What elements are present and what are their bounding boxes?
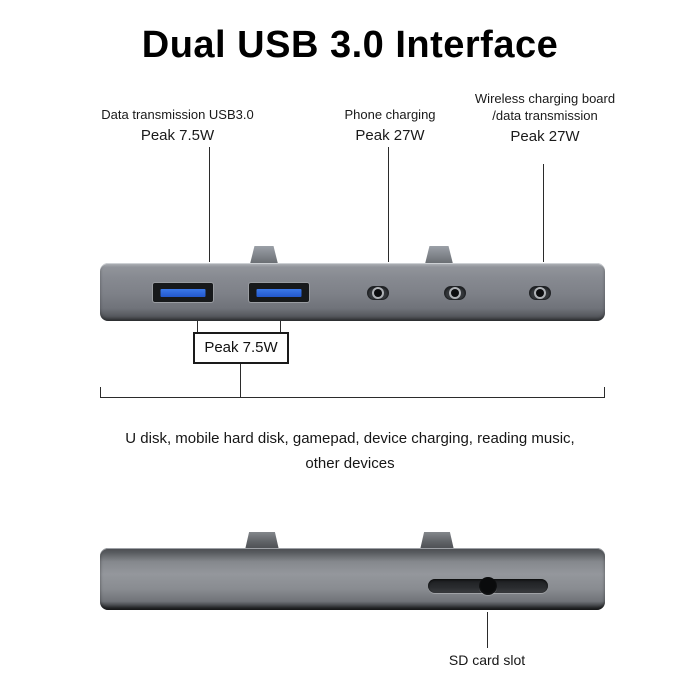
leader-line-phone-charging: [388, 147, 389, 262]
hub-bottom-view: [100, 548, 605, 610]
page-title: Dual USB 3.0 Interface: [141, 24, 559, 66]
sd-card-slot: [428, 577, 548, 595]
callout-line-usb2: [280, 321, 281, 332]
mount-clip-left-bottom-view: [245, 532, 279, 550]
sd-slot-label: SD card slot: [448, 652, 526, 668]
leader-line-wireless-charging: [543, 164, 544, 262]
usb-port-1: [152, 282, 214, 303]
leader-line-usb-data: [209, 147, 210, 262]
bracket-stem: [240, 364, 241, 397]
annotation-phone-charging-label: Phone charging: [344, 107, 436, 122]
bracket-horizontal: [100, 397, 605, 398]
phone-charging-port: [367, 286, 389, 300]
usb-port-2: [248, 282, 310, 303]
hub-front-view: [100, 263, 605, 321]
mount-clip-right-bottom-view: [420, 532, 454, 550]
annotation-usb-data: Data transmission USB3.0 Peak 7.5W: [85, 106, 270, 145]
wireless-charging-port-hole: [536, 289, 544, 297]
mount-clip-right: [425, 246, 453, 264]
phone-charging-port-hole: [374, 289, 382, 297]
charging-port-2-hole: [451, 289, 459, 297]
charging-port-2: [444, 286, 466, 300]
bracket-left-tick: [100, 387, 101, 397]
annotation-wireless-charging: Wireless charging board /data transmissi…: [455, 90, 635, 146]
usb-port-2-tongue: [256, 288, 302, 297]
annotation-wireless-charging-label2: /data transmission: [492, 108, 598, 123]
peak-callout-box: Peak 7.5W: [193, 332, 289, 364]
callout-line-usb1: [197, 321, 198, 332]
annotation-usb-data-label: Data transmission USB3.0: [101, 107, 254, 122]
usage-caption-line1: U disk, mobile hard disk, gamepad, devic…: [125, 430, 575, 447]
bracket-right-tick: [604, 387, 605, 397]
annotation-usb-data-value: Peak 7.5W: [140, 127, 215, 144]
usage-caption-line2: other devices: [305, 455, 395, 472]
annotation-phone-charging: Phone charging Peak 27W: [310, 106, 470, 145]
usb-port-1-tongue: [160, 288, 206, 297]
leader-line-sd-slot: [487, 612, 488, 648]
usage-caption: U disk, mobile hard disk, gamepad, devic…: [50, 426, 650, 476]
annotation-phone-charging-value: Peak 27W: [355, 127, 425, 144]
sd-card-slot-notch: [479, 577, 497, 595]
annotation-wireless-charging-label1: Wireless charging board: [474, 91, 616, 106]
annotation-wireless-charging-value: Peak 27W: [510, 128, 580, 145]
mount-clip-left: [250, 246, 278, 264]
wireless-charging-port: [529, 286, 551, 300]
